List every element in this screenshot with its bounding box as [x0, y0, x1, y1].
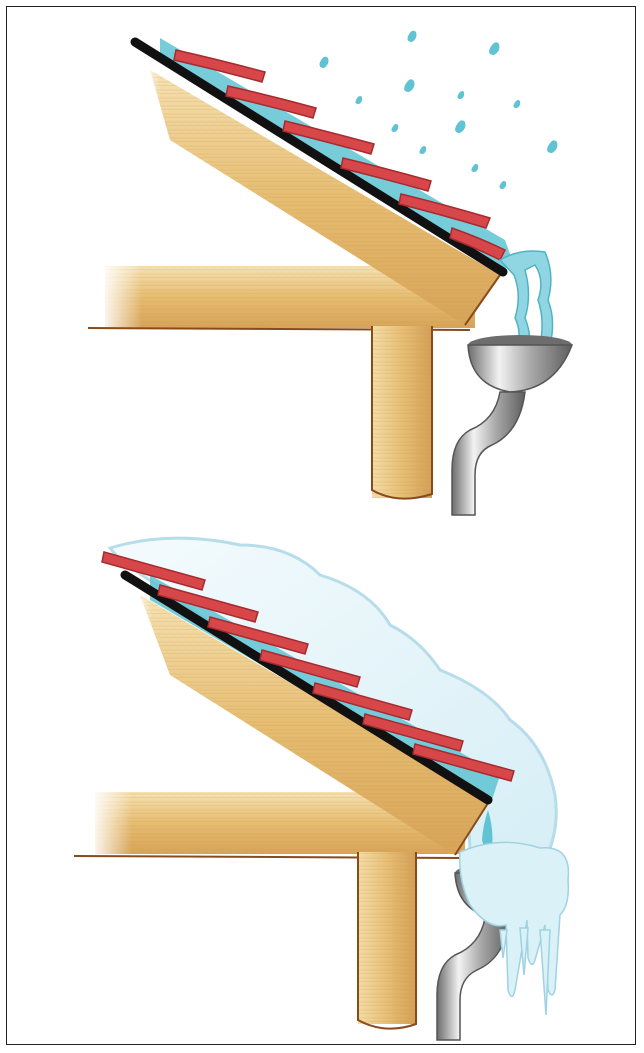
panel-rain [88, 31, 572, 515]
downspout-icon [437, 918, 510, 1040]
downspout-icon [452, 392, 525, 515]
ice-dam [460, 842, 569, 1015]
icicle-icon [540, 930, 550, 1015]
gutter [452, 335, 572, 515]
roof-membrane [135, 42, 503, 272]
raindrop-icon [408, 31, 417, 42]
wall-stud [372, 326, 432, 499]
panel-ice-dam [74, 538, 568, 1040]
water-runoff [500, 251, 553, 348]
wall-stud-2 [358, 852, 416, 1029]
